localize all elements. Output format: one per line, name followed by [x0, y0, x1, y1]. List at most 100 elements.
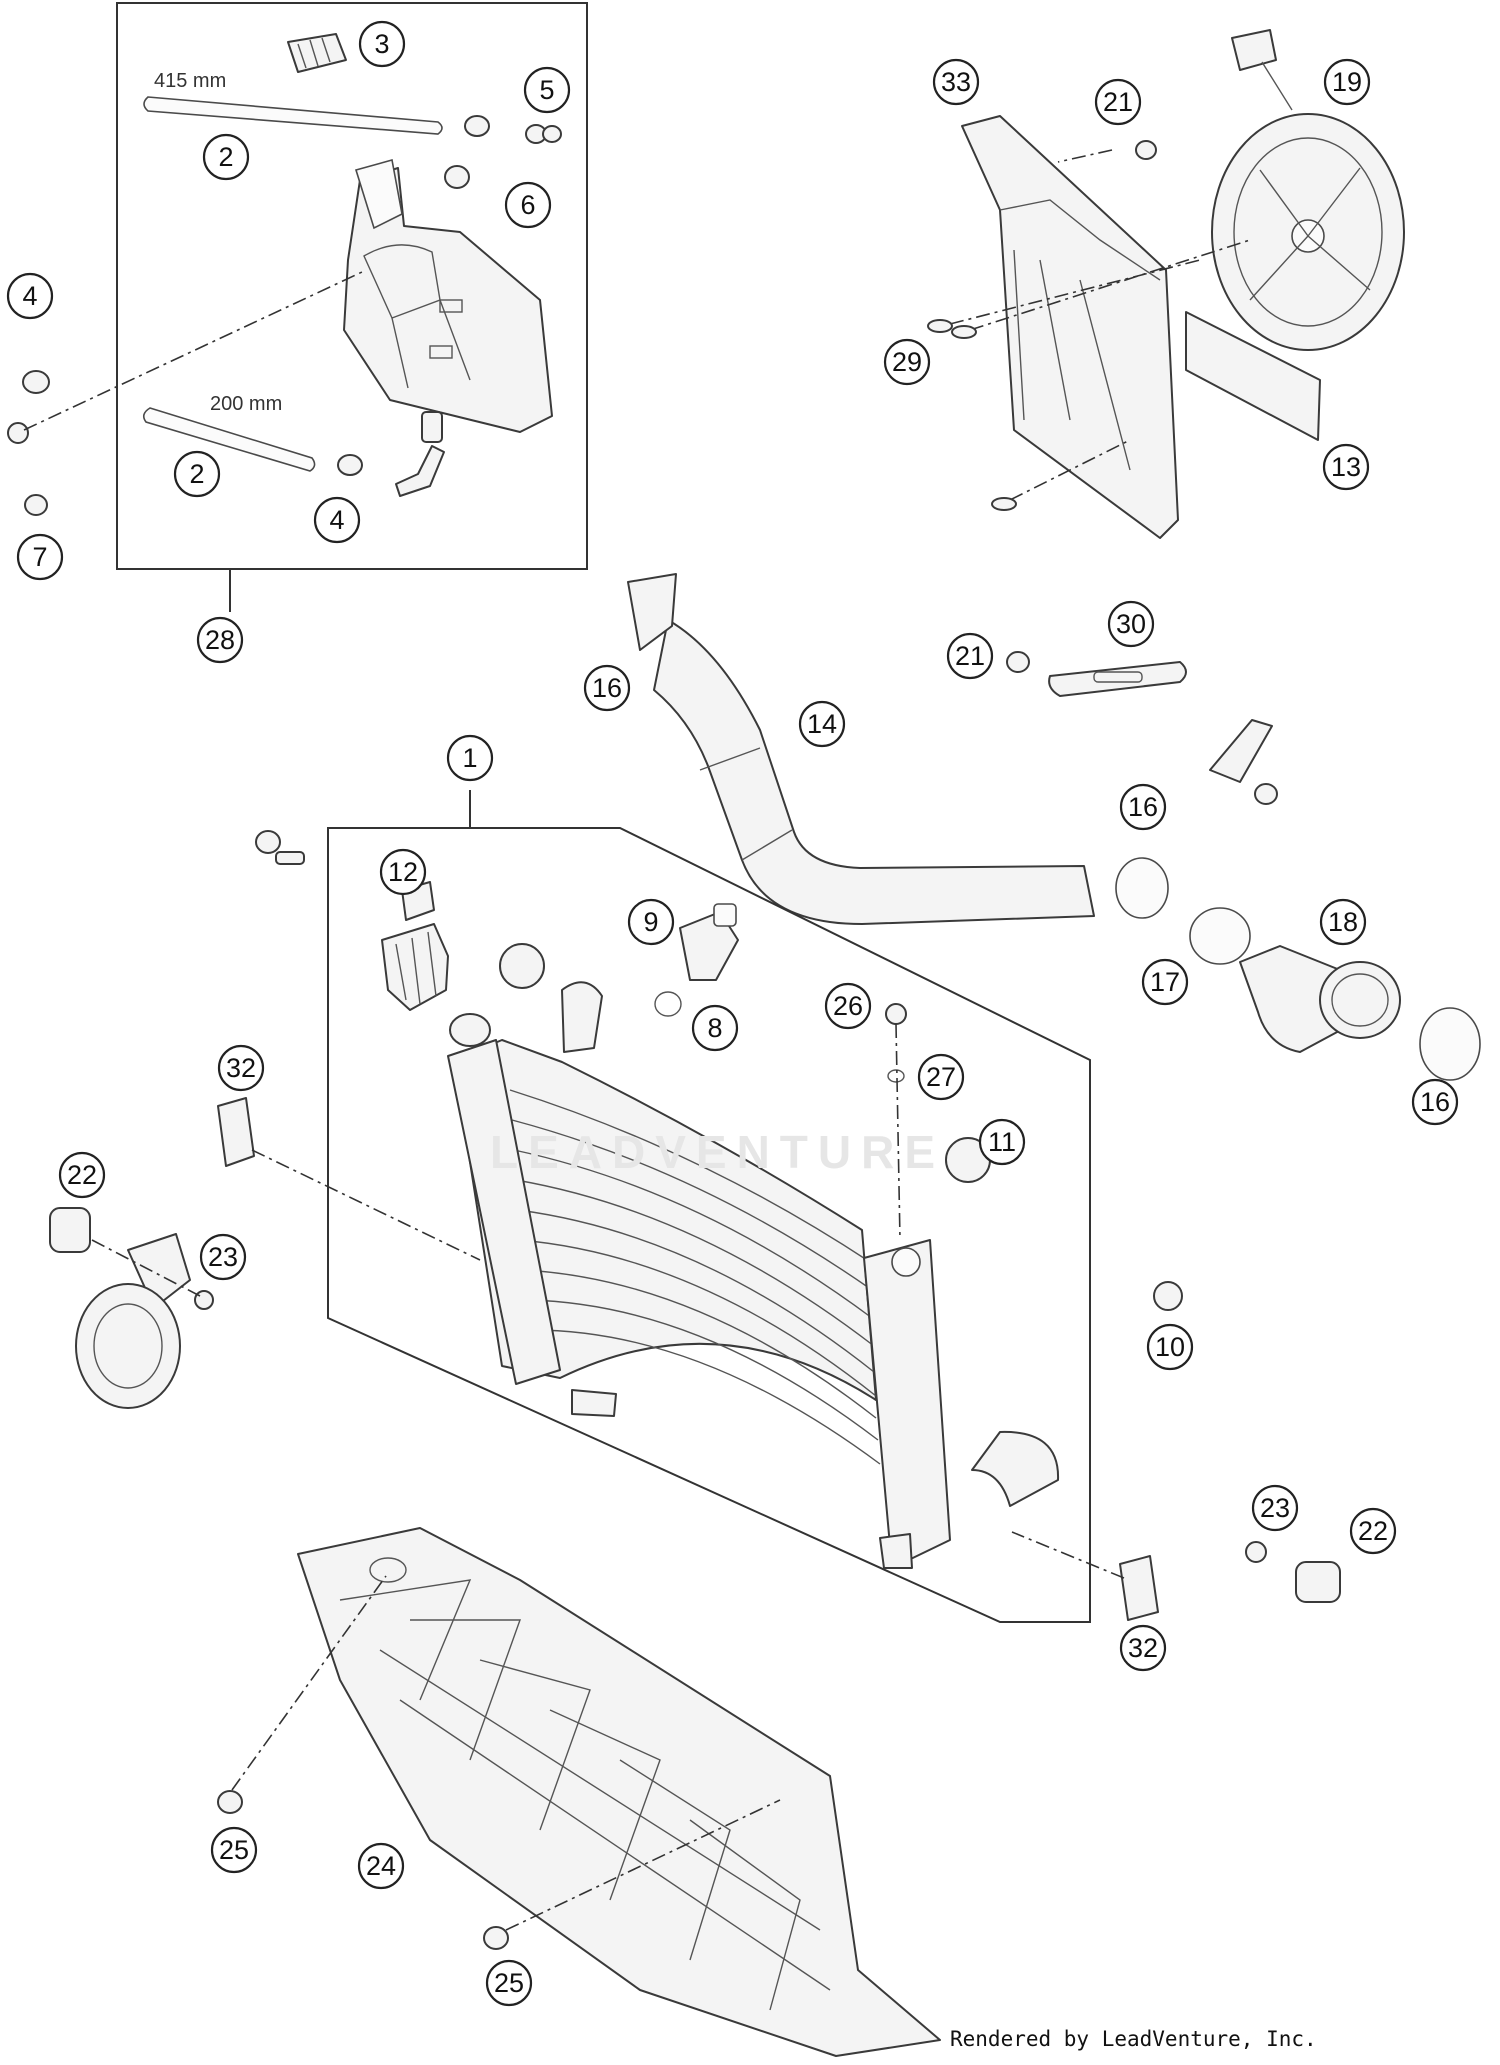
- callout-11: 11: [978, 1118, 1026, 1166]
- callout-label: 22: [67, 1160, 97, 1190]
- callout-label: 6: [520, 190, 535, 220]
- hose-clamp-5: [464, 115, 562, 144]
- hose-bracket: [1209, 719, 1273, 783]
- callout-24: 24: [357, 1842, 405, 1890]
- callout-2-top: 2: [202, 133, 250, 181]
- callout-label: 32: [226, 1053, 256, 1083]
- radiator-fan: [1211, 29, 1405, 351]
- screw-29-a: [927, 319, 953, 333]
- callout-32-left: 32: [217, 1044, 265, 1092]
- screw-shroud-lower: [991, 497, 1017, 511]
- callout-12: 12: [379, 848, 427, 896]
- callout-label: 14: [807, 709, 837, 739]
- callout-label: 30: [1116, 609, 1146, 639]
- nut-23-right: [1245, 1541, 1267, 1563]
- radiator-grille: [297, 1527, 941, 2057]
- callout-label: 22: [1358, 1516, 1388, 1546]
- callout-32-right: 32: [1119, 1624, 1167, 1672]
- callout-label: 21: [955, 641, 985, 671]
- callout-label: 26: [833, 991, 863, 1021]
- callout-label: 25: [219, 1835, 249, 1865]
- radiator: [447, 981, 1060, 1569]
- callout-26: 26: [824, 982, 872, 1030]
- callout-7: 7: [16, 533, 64, 581]
- screw-21a: [1135, 140, 1157, 160]
- callout-label: 10: [1155, 1332, 1185, 1362]
- callout-label: 18: [1328, 907, 1358, 937]
- callout-label: 4: [22, 281, 37, 311]
- fan-bracket-13: [1185, 311, 1321, 441]
- screw-7: [24, 494, 48, 516]
- kit-frame: [116, 2, 588, 570]
- washer-27: [887, 1069, 905, 1083]
- callout-1: 1: [446, 734, 494, 782]
- screw-25-left: [217, 1790, 243, 1814]
- callout-label: 19: [1332, 67, 1362, 97]
- callout-label: 32: [1128, 1633, 1158, 1663]
- callout-label: 23: [208, 1242, 238, 1272]
- callout-19: 19: [1323, 58, 1371, 106]
- sealing-ring: [654, 991, 682, 1017]
- mounting-bolt: [255, 830, 305, 865]
- callout-30: 30: [1107, 600, 1155, 648]
- callout-21-mid: 21: [946, 632, 994, 680]
- callout-label: 24: [366, 1851, 396, 1881]
- radiator-hose-14: [653, 619, 1095, 925]
- callout-22-right: 22: [1349, 1507, 1397, 1555]
- callout-label: 28: [205, 625, 235, 655]
- callout-label: 33: [941, 67, 971, 97]
- bracket-screw: [1254, 783, 1278, 805]
- callout-label: 4: [329, 505, 344, 535]
- callout-28: 28: [196, 616, 244, 664]
- watermark: LEADVENTURE: [490, 1126, 945, 1178]
- callout-label: 3: [374, 29, 389, 59]
- callout-27: 27: [917, 1053, 965, 1101]
- hose-200mm: [142, 407, 316, 472]
- hose-415mm: [143, 96, 443, 135]
- bracket-30: [1048, 661, 1187, 697]
- clip-32-right: [1119, 1555, 1159, 1621]
- clamp-17: [1189, 907, 1251, 965]
- grommet-upper: [499, 943, 545, 989]
- callout-17: 17: [1141, 958, 1189, 1006]
- damper-22-left: [49, 1207, 91, 1253]
- clamp-4-lower: [337, 454, 363, 476]
- callout-label: 9: [643, 907, 658, 937]
- callout-5: 5: [523, 66, 571, 114]
- callout-29: 29: [883, 338, 931, 386]
- callout-23-left: 23: [199, 1233, 247, 1281]
- expansion-tank-cap: [287, 33, 347, 73]
- temperature-sensor: [679, 903, 739, 981]
- callout-label: 27: [926, 1062, 956, 1092]
- callout-label: 7: [32, 542, 47, 572]
- callout-10: 10: [1146, 1323, 1194, 1371]
- callout-25-left: 25: [210, 1826, 258, 1874]
- callout-8: 8: [691, 1004, 739, 1052]
- callout-label: 2: [218, 142, 233, 172]
- radiator-cap: [381, 881, 449, 1011]
- clamp-16-mid: [1115, 857, 1169, 919]
- clamp-16-right: [1419, 1007, 1481, 1081]
- callout-33: 33: [932, 58, 980, 106]
- nut-23-left: [194, 1290, 214, 1310]
- callout-21-top: 21: [1094, 78, 1142, 126]
- callout-label: 16: [592, 673, 622, 703]
- callout-label: 23: [1260, 1493, 1290, 1523]
- clamp-16-top: [627, 573, 677, 651]
- callout-9: 9: [627, 898, 675, 946]
- callout-16-top: 16: [583, 664, 631, 712]
- screw-29-b: [951, 325, 977, 339]
- render-credit: Rendered by LeadVenture, Inc.: [950, 2027, 1317, 2051]
- callout-label: 2: [189, 459, 204, 489]
- horn: [75, 1283, 181, 1409]
- callout-16-mid: 16: [1119, 783, 1167, 831]
- callout-22-left: 22: [58, 1151, 106, 1199]
- callout-label: 12: [388, 857, 418, 887]
- fan-shroud: [961, 115, 1179, 539]
- callout-3: 3: [358, 20, 406, 68]
- expansion-tank: [343, 158, 553, 433]
- clamp-4-left: [22, 370, 50, 394]
- callout-25-bottom: 25: [485, 1959, 533, 2007]
- callout-4-bottom: 4: [313, 496, 361, 544]
